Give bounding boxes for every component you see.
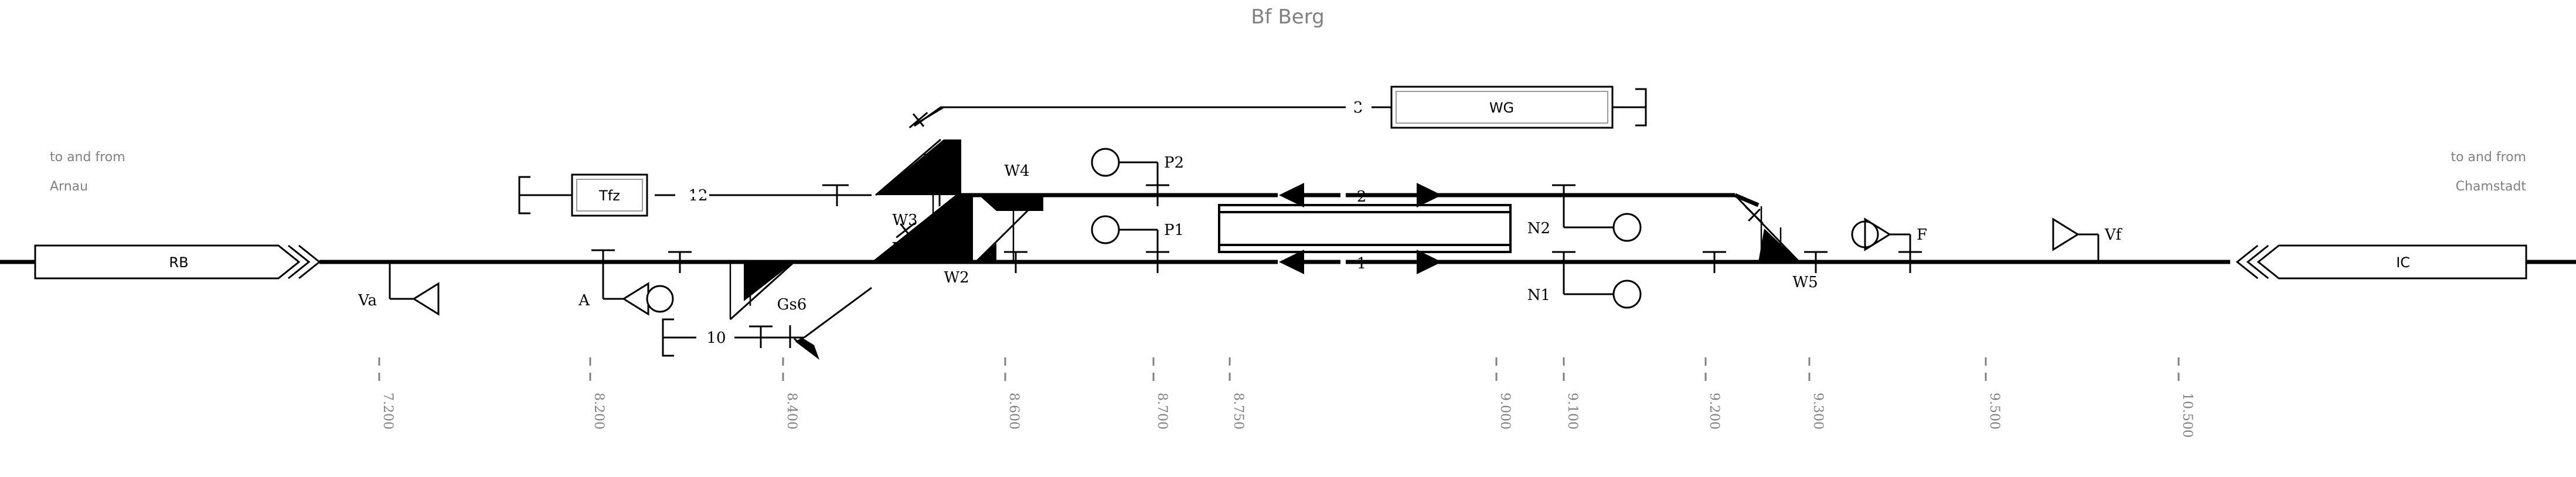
turnout-w5-geometry: W5	[1734, 193, 1818, 291]
signal-n1[interactable]: N1	[1527, 251, 1642, 309]
clearance-marker-track1-w1	[668, 251, 692, 273]
turnout-w3-geometry	[875, 138, 961, 196]
left-destination-line1: to and from	[50, 150, 125, 165]
km-marker-label: 8.200	[591, 393, 606, 430]
track-10-group: 10 Gs6	[662, 287, 872, 360]
platform	[1218, 204, 1512, 253]
signal-p1[interactable]: P1	[1091, 215, 1184, 273]
turnout-w2-geometry	[872, 195, 973, 262]
km-marker: 8.600	[1004, 357, 1021, 430]
track-1-label: 1	[1357, 255, 1367, 272]
track-1-direction-arrows: 1	[1278, 250, 1442, 274]
derailer-gs6[interactable]: Gs6	[777, 296, 819, 360]
km-marker: 9.300	[1808, 357, 1825, 430]
right-destination-line2: Chamstadt	[2456, 179, 2527, 194]
km-marker-label: 8.700	[1155, 393, 1169, 430]
derailer-gs6-label: Gs6	[777, 296, 807, 314]
km-marker-label: 8.600	[1006, 393, 1021, 430]
signal-p1-label: P1	[1164, 222, 1184, 239]
km-marker: 10.500	[2177, 357, 2194, 438]
track-10-label: 10	[706, 329, 726, 347]
turnout-w1-label: W1	[892, 240, 917, 257]
km-marker-label: 7.200	[380, 393, 395, 430]
km-marker: 9.000	[1495, 357, 1512, 430]
km-marker: 9.500	[1985, 357, 2002, 430]
km-marker-label: 9.200	[1707, 393, 1721, 430]
vehicle-tfz[interactable]: Tfz	[518, 173, 648, 217]
signal-f-label: F	[1917, 226, 1927, 244]
km-marker-label: 9.500	[1987, 393, 2002, 430]
turnout-w3-label: W3	[892, 212, 917, 229]
signal-n2-label: N2	[1527, 220, 1550, 237]
left-destination-line2: Arnau	[50, 179, 88, 194]
clearance-marker-w5-left	[1703, 251, 1726, 273]
turnout-w2-label: W2	[944, 269, 969, 287]
signal-va[interactable]: Va	[358, 262, 440, 316]
km-marker: 9.200	[1704, 357, 1721, 430]
km-marker-label: 9.100	[1565, 393, 1580, 430]
signal-va-label: Va	[358, 292, 377, 309]
signal-a-label: A	[578, 292, 590, 309]
km-marker-label: 8.750	[1231, 393, 1246, 430]
km-marker: 9.100	[1563, 357, 1580, 430]
km-marker: 7.200	[378, 357, 395, 430]
km-marker: 8.400	[782, 357, 799, 430]
signal-p2[interactable]: P2	[1091, 148, 1184, 206]
right-destination-line1: to and from	[2451, 150, 2526, 165]
signal-a[interactable]: A	[578, 249, 674, 316]
km-marker-label: 10.500	[2180, 393, 2194, 438]
train-rb[interactable]: RB	[34, 244, 321, 280]
track-2-direction-arrows: 2	[1278, 183, 1442, 207]
vehicle-wg-inner	[1396, 91, 1608, 124]
vehicle-wg[interactable]: WG	[1390, 86, 1647, 129]
km-marker: 8.750	[1229, 357, 1246, 430]
page-title: Bf Berg	[1251, 5, 1324, 29]
clearance-marks-centre	[928, 184, 1027, 273]
turnout-w3-blade	[908, 111, 928, 129]
train-rb-label: RB	[169, 254, 188, 271]
vehicle-tfz-label: Tfz	[598, 188, 620, 204]
signal-n2[interactable]: N2	[1527, 184, 1642, 242]
signal-vf-label: Vf	[2104, 226, 2123, 244]
km-marker-label: 8.400	[784, 393, 799, 430]
turnout-w4-label: W4	[1004, 162, 1029, 180]
train-ic-label: IC	[2396, 254, 2410, 271]
vehicle-wg-label: WG	[1489, 100, 1514, 116]
km-marker-label: 9.300	[1811, 393, 1825, 430]
turnout-w5-label: W5	[1792, 274, 1818, 291]
turnout-w1-geometry	[729, 261, 795, 321]
km-marker-layer: 7.200 8.200 8.400 8.600 8.700 8.750 9.000 9.100…	[378, 357, 2194, 438]
train-ic[interactable]: IC	[2235, 244, 2527, 280]
signal-vf[interactable]: Vf	[2052, 217, 2123, 262]
clearance-marker-w5-right	[1804, 251, 1828, 273]
signal-p2-label: P2	[1164, 154, 1184, 172]
signal-n1-label: N1	[1527, 287, 1550, 304]
km-marker: 8.700	[1152, 357, 1169, 430]
vehicle-tfz-inner	[576, 179, 643, 212]
km-marker-label: 9.000	[1498, 393, 1512, 430]
turnout-w4-geometry	[975, 194, 1044, 263]
signal-f[interactable]: F	[1851, 217, 1927, 273]
km-marker: 8.200	[589, 357, 606, 430]
track-2-label: 2	[1357, 188, 1367, 206]
